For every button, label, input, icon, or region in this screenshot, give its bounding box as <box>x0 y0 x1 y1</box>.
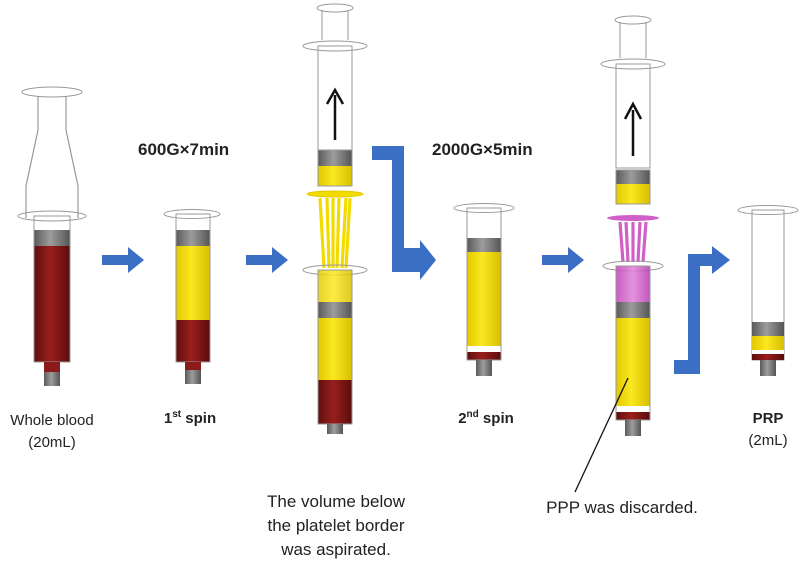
spin2-condition-label: 2000G×5min <box>432 140 533 159</box>
syringe-plunger <box>318 302 352 318</box>
right-arrow-icon <box>102 247 144 273</box>
up-arrow-icon <box>325 87 345 140</box>
syringe-plunger <box>34 230 70 246</box>
syringe-plunger <box>616 170 650 184</box>
syringe-second-spin <box>453 203 515 376</box>
connector-flange <box>607 215 659 221</box>
syringe-ppp-lower <box>602 260 664 436</box>
ppp-discarded-caption: PPP was discarded. <box>546 498 698 517</box>
plasma-layer <box>467 252 501 346</box>
syringe-plunger <box>467 238 501 252</box>
prp-volume-label: (2mL) <box>748 432 788 449</box>
plasma-layer <box>318 166 352 186</box>
syringe-cap <box>44 372 60 386</box>
syringe-connector-ppp <box>607 215 659 263</box>
syringe-plunger-cap <box>21 86 83 98</box>
syringe-flange <box>163 209 221 219</box>
prp-label: PRP <box>752 410 784 427</box>
whole-blood-label: Whole blood <box>10 412 94 429</box>
syringe-tip-blood <box>44 362 60 372</box>
red-cell-layer <box>616 412 650 420</box>
red-cell-layer <box>318 380 352 424</box>
spin1-condition-label: 600G×7min <box>138 140 230 159</box>
red-cell-layer <box>752 354 784 360</box>
platelet-layer <box>467 346 501 352</box>
whole-blood-volume-label: (20mL) <box>28 434 76 451</box>
syringe-prp <box>737 205 799 376</box>
ppp-layer <box>616 266 650 302</box>
syringe-plunger <box>616 302 650 318</box>
up-arrow-icon <box>623 101 643 156</box>
syringe-barrel <box>615 63 651 169</box>
connector-flange <box>306 190 364 198</box>
red-cell-layer <box>176 320 210 362</box>
syringe-cap <box>625 420 641 436</box>
syringe-ppp-upper <box>600 15 666 205</box>
syringe-flange <box>453 203 515 213</box>
syringe-cap <box>185 370 201 384</box>
syringe-cap <box>760 360 776 376</box>
syringe-flange <box>737 205 799 215</box>
aspirated-caption: The volume below the platelet border was… <box>267 492 405 559</box>
syringe-whole-blood <box>17 86 87 386</box>
syringe-first-spin <box>163 209 221 384</box>
syringe-cap <box>476 360 492 376</box>
syringe-aspiration-lower <box>302 264 368 434</box>
first-spin-label: 1st spin <box>163 409 217 428</box>
syringe-plunger <box>176 230 210 246</box>
syringe-cap <box>327 424 343 434</box>
transfer-arrow-icon <box>674 246 730 374</box>
right-arrow-icon <box>542 247 584 273</box>
connector-ppp-flow <box>618 221 648 263</box>
syringe-plunger-cap <box>316 3 354 13</box>
transfer-arrow-icon <box>372 146 436 280</box>
syringe-flange <box>17 210 87 222</box>
syringe-connector <box>306 190 364 269</box>
platelet-layer <box>752 350 784 354</box>
syringe-plunger-cap <box>614 15 652 25</box>
syringe-flange <box>600 58 666 70</box>
second-spin-label: 2nd spin <box>458 409 514 428</box>
syringe-plunger <box>752 322 784 336</box>
syringe-flange <box>302 40 368 52</box>
prp-layer <box>752 336 784 350</box>
plasma-layer <box>176 246 210 320</box>
leader-line <box>574 377 629 493</box>
syringe-plunger <box>318 150 352 166</box>
syringe-aspiration-upper <box>302 3 368 187</box>
plasma-layer <box>318 318 352 380</box>
syringe-tip-blood <box>185 362 201 370</box>
red-cell-layer <box>467 352 501 360</box>
plasma-layer <box>616 184 650 204</box>
syringe-plunger-rod <box>25 96 79 218</box>
right-arrow-icon <box>246 247 288 273</box>
platelet-layer <box>616 406 650 412</box>
connector-plasma-flow <box>318 197 352 269</box>
blood-layer <box>34 246 70 362</box>
